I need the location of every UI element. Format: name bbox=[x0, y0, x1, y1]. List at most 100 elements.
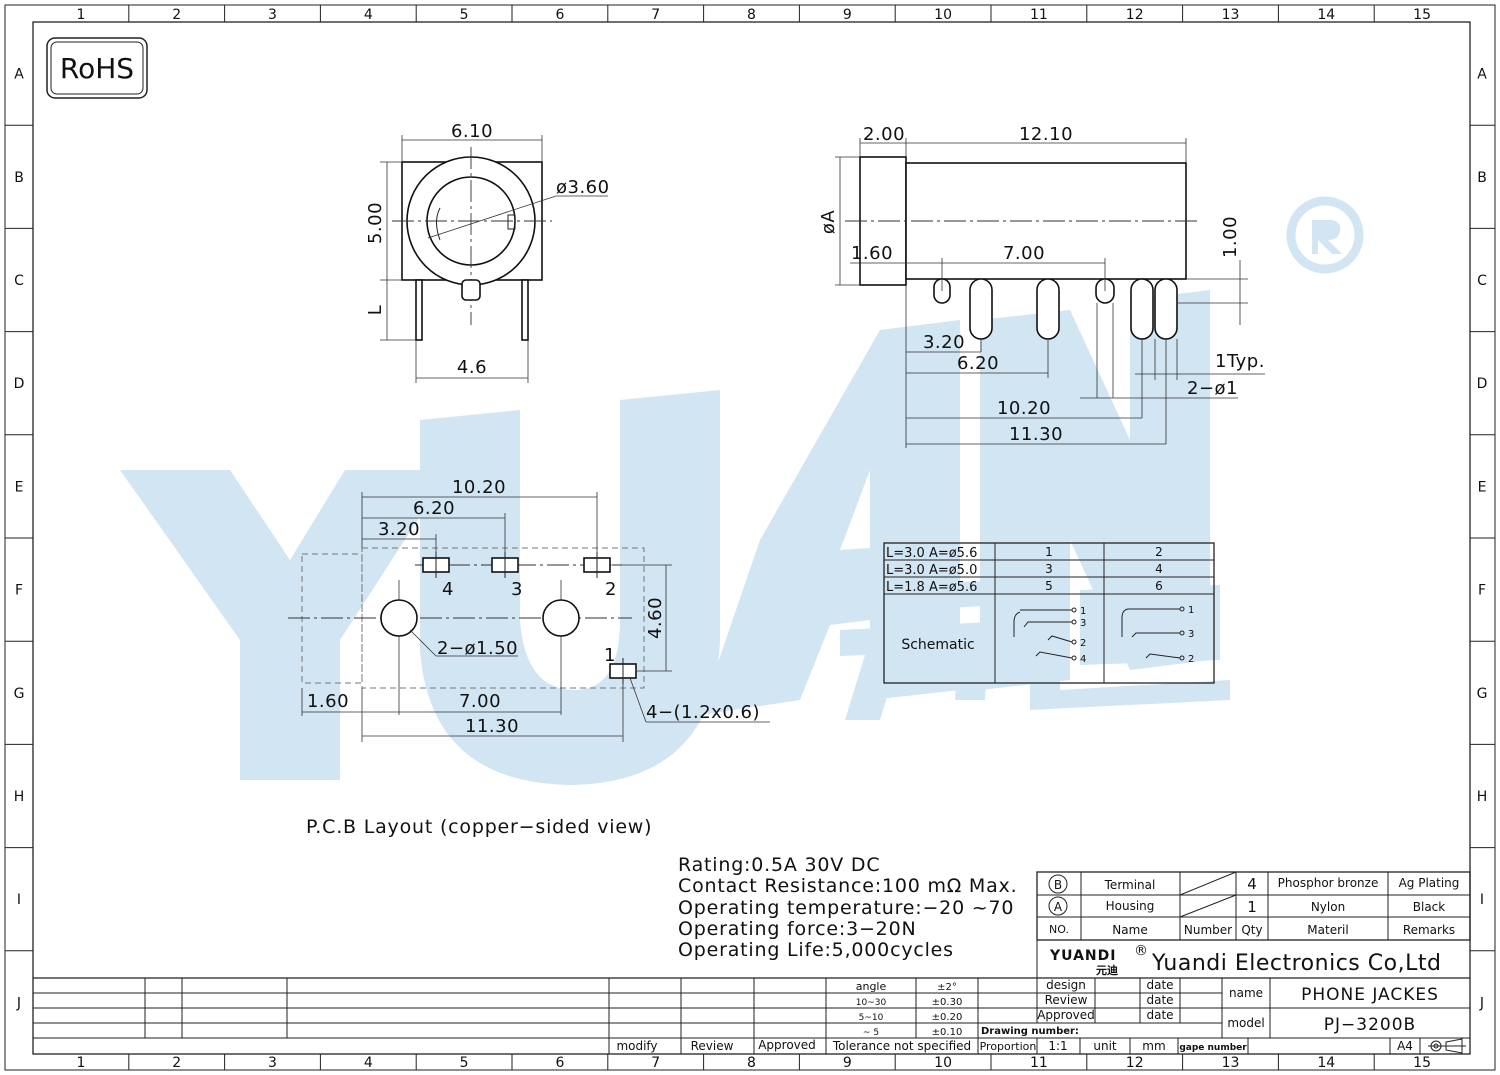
grid-column-label-top: 15 bbox=[1413, 7, 1431, 23]
grid-column-label-bottom: 12 bbox=[1126, 1055, 1144, 1071]
dim-side-body: 12.10 bbox=[1019, 124, 1073, 145]
bom-row-1-material: Phosphor bronze bbox=[1278, 876, 1379, 890]
dim-side-pin-offset: 1.60 bbox=[851, 243, 893, 264]
dim-side-pin-span: 7.00 bbox=[1003, 243, 1045, 264]
title-design: design bbox=[1046, 978, 1086, 992]
grid-zone-ticks bbox=[5, 5, 1495, 1070]
grid-row-label-left: C bbox=[14, 273, 24, 289]
grid-row-label-left: G bbox=[14, 686, 25, 702]
grid-column-label-bottom: 14 bbox=[1317, 1055, 1335, 1071]
tolerance-value-5-10: ±0.20 bbox=[932, 1012, 963, 1023]
dim-side-10-20: 10.20 bbox=[997, 398, 1051, 419]
bom-row-1-name: Terminal bbox=[1104, 878, 1156, 892]
tolerance-value-10-30: ±0.30 bbox=[932, 997, 963, 1008]
company-logo-registered: ® bbox=[1134, 943, 1148, 959]
grid-row-label-left: F bbox=[15, 583, 23, 599]
bom-row-2-remarks: Black bbox=[1413, 900, 1446, 914]
grid-column-label-top: 5 bbox=[460, 7, 469, 23]
grid-column-label-bottom: 8 bbox=[747, 1055, 756, 1071]
pcb-pin-label-1: 1 bbox=[604, 645, 616, 666]
watermark-registered-mark bbox=[1286, 196, 1364, 274]
grid-row-label-right: F bbox=[1478, 583, 1486, 599]
title-review: Review bbox=[1045, 993, 1088, 1007]
config-row-3-col1: 5 bbox=[1045, 579, 1053, 593]
projection-symbol-icon bbox=[1428, 1038, 1466, 1054]
dim-pcb-holes: 2−ø1.50 bbox=[437, 638, 518, 659]
schematic-right: 1 3 2 bbox=[1121, 605, 1194, 665]
watermark-cjk-right bbox=[1030, 585, 1230, 710]
title-approved-date: date bbox=[1146, 1008, 1173, 1022]
config-row-3-col2: 6 bbox=[1155, 579, 1163, 593]
dim-front-leg: L bbox=[365, 305, 386, 316]
revision-modify: modify bbox=[616, 1039, 657, 1053]
grid-row-label-right: A bbox=[1477, 67, 1487, 83]
grid-row-label-right: B bbox=[1477, 170, 1487, 186]
schematic-left-pin-4: 4 bbox=[1080, 654, 1086, 665]
grid-row-label-left: D bbox=[14, 376, 25, 392]
config-row-2-col1: 3 bbox=[1045, 562, 1053, 576]
grid-column-label-bottom: 11 bbox=[1030, 1055, 1048, 1071]
title-unit-label: unit bbox=[1093, 1039, 1117, 1053]
dim-front-width: 6.10 bbox=[451, 121, 493, 142]
config-row-2-col2: 4 bbox=[1155, 562, 1163, 576]
grid-column-label-bottom: 2 bbox=[172, 1055, 181, 1071]
pcb-pin-label-2: 2 bbox=[605, 579, 617, 600]
grid-column-label-bottom: 5 bbox=[460, 1055, 469, 1071]
schematic-left-pin-3: 3 bbox=[1080, 618, 1086, 629]
bom-header-number: Number bbox=[1184, 923, 1232, 937]
grid-column-label-top: 3 bbox=[268, 7, 277, 23]
grid-column-label-top: 6 bbox=[555, 7, 564, 23]
dim-pcb-pads: 4−(1.2x0.6) bbox=[646, 702, 760, 723]
company-logo-cjk: 元迪 bbox=[1096, 963, 1118, 977]
dim-pcb-3-20: 3.20 bbox=[378, 519, 420, 540]
watermark-letter-u bbox=[420, 390, 720, 785]
pcb-pad-2 bbox=[583, 552, 611, 578]
dim-side-phi-a: øA bbox=[818, 210, 839, 235]
grid-column-label-top: 10 bbox=[934, 7, 952, 23]
title-approved: Approved bbox=[1037, 1008, 1095, 1022]
title-gape-number: gape number bbox=[1179, 1043, 1247, 1053]
grid-row-label-left: I bbox=[17, 892, 21, 908]
side-pin-5 bbox=[1130, 278, 1154, 340]
grid-column-label-bottom: 1 bbox=[76, 1055, 85, 1071]
grid-column-label-top: 9 bbox=[843, 7, 852, 23]
grid-column-label-top: 2 bbox=[172, 7, 181, 23]
grid-column-label-top: 1 bbox=[76, 7, 85, 23]
tolerance-value-under-5: ±0.10 bbox=[932, 1027, 963, 1038]
grid-column-label-bottom: 4 bbox=[364, 1055, 373, 1071]
bom-row-1-qty: 4 bbox=[1247, 875, 1257, 893]
dim-pcb-6-20: 6.20 bbox=[413, 498, 455, 519]
title-design-date: date bbox=[1146, 978, 1173, 992]
dim-side-11-30: 11.30 bbox=[1009, 424, 1063, 445]
dim-pcb-1-60: 1.60 bbox=[307, 691, 349, 712]
grid-column-label-top: 13 bbox=[1222, 7, 1240, 23]
dim-front-hole: ø3.60 bbox=[556, 177, 610, 198]
dim-side-6-20: 6.20 bbox=[957, 353, 999, 374]
schematic-left-pin-1: 1 bbox=[1080, 606, 1086, 617]
grid-column-label-bottom: 15 bbox=[1413, 1055, 1431, 1071]
title-model-value: PJ−3200B bbox=[1324, 1015, 1416, 1035]
config-row-1-label: L=3.0 A=ø5.6 bbox=[886, 546, 977, 561]
side-view: 2.00 12.10 øA 1.60 7.00 1.00 3.20 6.20 1… bbox=[818, 124, 1265, 448]
dim-pcb-11-30: 11.30 bbox=[465, 716, 519, 737]
side-pin-6 bbox=[1154, 278, 1178, 340]
bom-row-2-name: Housing bbox=[1106, 899, 1155, 913]
config-schematic-label: Schematic bbox=[901, 637, 974, 653]
dim-side-typ: 1Typ. bbox=[1215, 351, 1265, 372]
bom-header-qty: Qty bbox=[1241, 923, 1262, 937]
side-pin-2 bbox=[969, 278, 993, 340]
title-proportion-value: 1:1 bbox=[1048, 1039, 1067, 1053]
rohs-label: RoHS bbox=[60, 52, 134, 85]
front-pin-left bbox=[415, 279, 423, 341]
schematic-right-pin-1: 1 bbox=[1188, 605, 1194, 616]
grid-row-label-left: A bbox=[14, 67, 24, 83]
bom-row-1-remarks: Ag Plating bbox=[1399, 876, 1460, 890]
dim-side-3-20: 3.20 bbox=[923, 332, 965, 353]
spec-operating-force: Operating force:3−20N bbox=[678, 918, 916, 940]
grid-row-label-right: H bbox=[1477, 789, 1488, 805]
bom-table: B Terminal 4 Phosphor bronze Ag Plating … bbox=[1036, 871, 1471, 941]
front-pin-right bbox=[521, 279, 529, 341]
pcb-pad-4 bbox=[422, 552, 450, 578]
pcb-pin-label-3: 3 bbox=[511, 579, 523, 600]
pcb-pin-label-4: 4 bbox=[442, 579, 454, 600]
